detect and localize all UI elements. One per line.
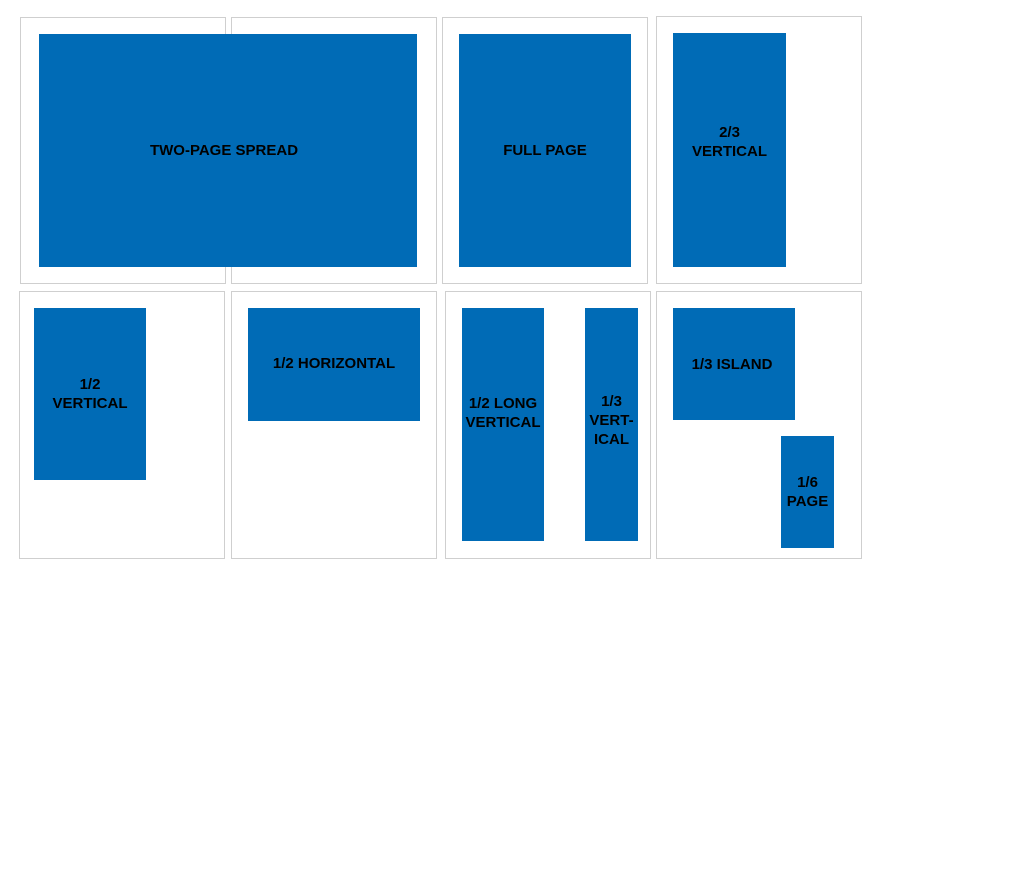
ad-half-vertical-label: 1/2 VERTICAL: [52, 375, 128, 412]
ad-half-long-vertical: 1/2 LONG VERTICAL: [462, 308, 544, 541]
ad-two-thirds-vertical-label: 2/3 VERTICAL: [692, 124, 767, 160]
ad-third-vertical-label: 1/3 VERT- ICAL: [589, 393, 634, 448]
ad-half-long-vertical-label: 1/2 LONG VERTICAL: [465, 395, 541, 431]
ad-third-vertical: 1/3 VERT- ICAL: [585, 308, 638, 541]
ad-half-vertical: 1/2 VERTICAL: [34, 308, 146, 480]
ad-two-page-spread: TWO-PAGE SPREAD: [39, 34, 417, 267]
ad-third-island-label: 1/3 ISLAND: [691, 355, 773, 373]
ad-sixth-page-label: 1/6 PAGE: [786, 474, 829, 510]
ad-full-page: FULL PAGE: [459, 34, 631, 267]
ad-half-horizontal: 1/2 HORIZONTAL: [248, 308, 420, 421]
ad-half-horizontal-label: 1/2 HORIZONTAL: [272, 355, 396, 372]
ad-two-page-spread-label: TWO-PAGE SPREAD: [149, 142, 299, 159]
ad-sixth-page: 1/6 PAGE: [781, 436, 834, 548]
ad-two-thirds-vertical: 2/3 VERTICAL: [673, 33, 786, 267]
ad-third-island: 1/3 ISLAND: [673, 308, 795, 420]
ad-full-page-label: FULL PAGE: [503, 142, 587, 159]
